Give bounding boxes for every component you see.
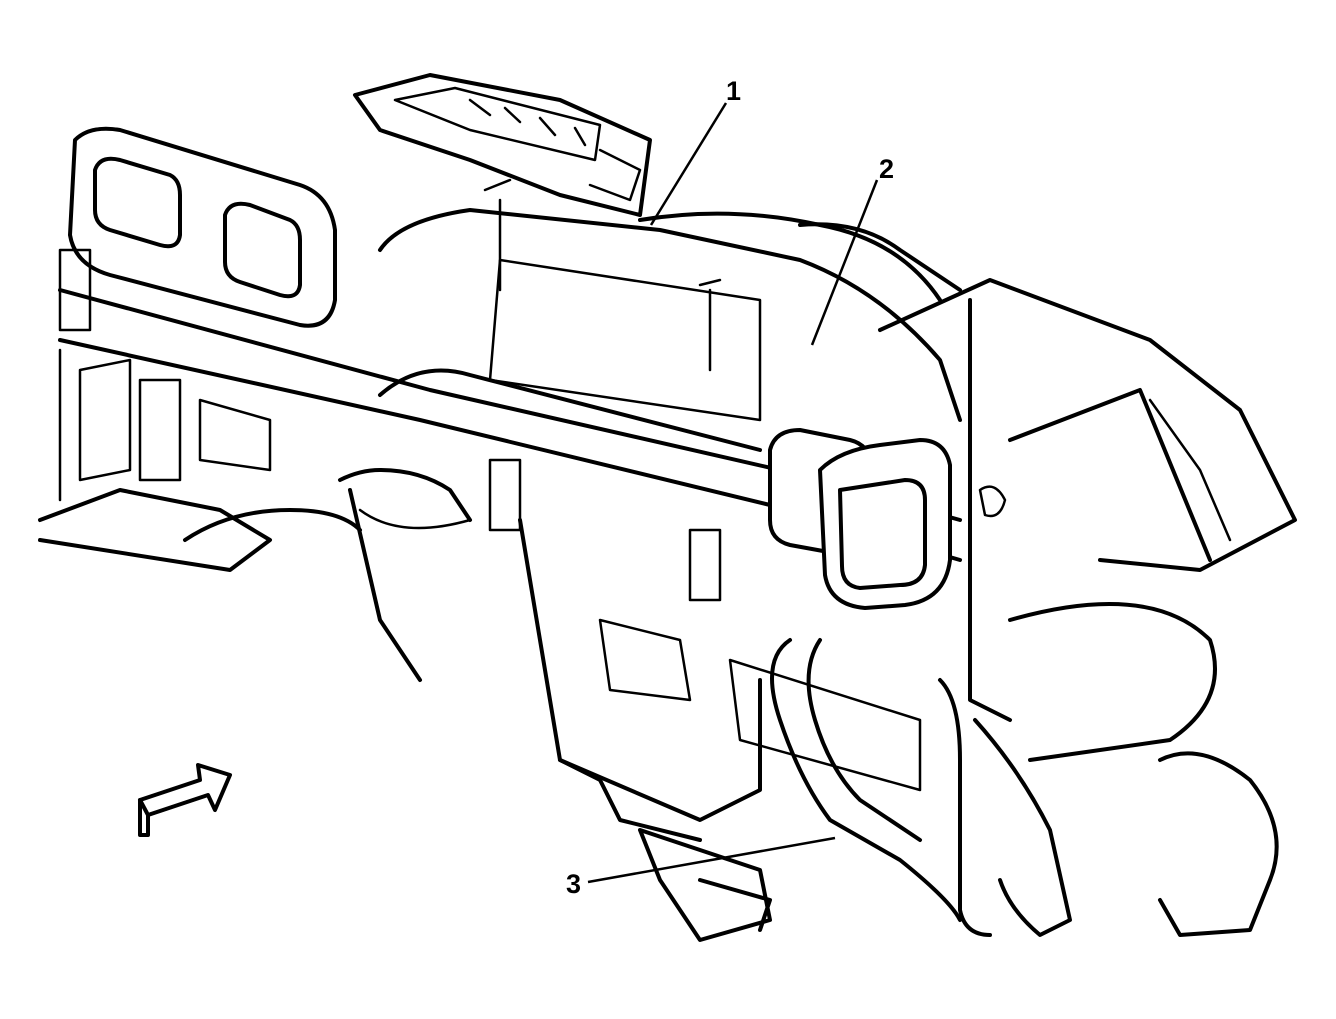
right-air-outlet	[768, 428, 952, 610]
hvac-module	[878, 278, 1297, 937]
callout-2: 2	[879, 154, 894, 184]
callout-leaders	[587, 102, 879, 884]
callout-1: 1	[726, 76, 741, 106]
callout-3: 3	[566, 869, 581, 899]
dash-top-surface	[378, 208, 962, 422]
defroster-duct	[353, 73, 652, 217]
left-lower-structure	[38, 348, 272, 572]
floor-duct	[638, 828, 772, 942]
wire-harness-left	[183, 468, 472, 682]
left-air-outlet	[68, 126, 337, 328]
view-direction-arrow-icon	[138, 763, 232, 837]
leader-1	[649, 102, 728, 226]
heater-module	[518, 518, 922, 842]
leader-3	[587, 836, 836, 884]
wire-harness-right	[770, 638, 1072, 937]
leader-2	[810, 179, 879, 346]
